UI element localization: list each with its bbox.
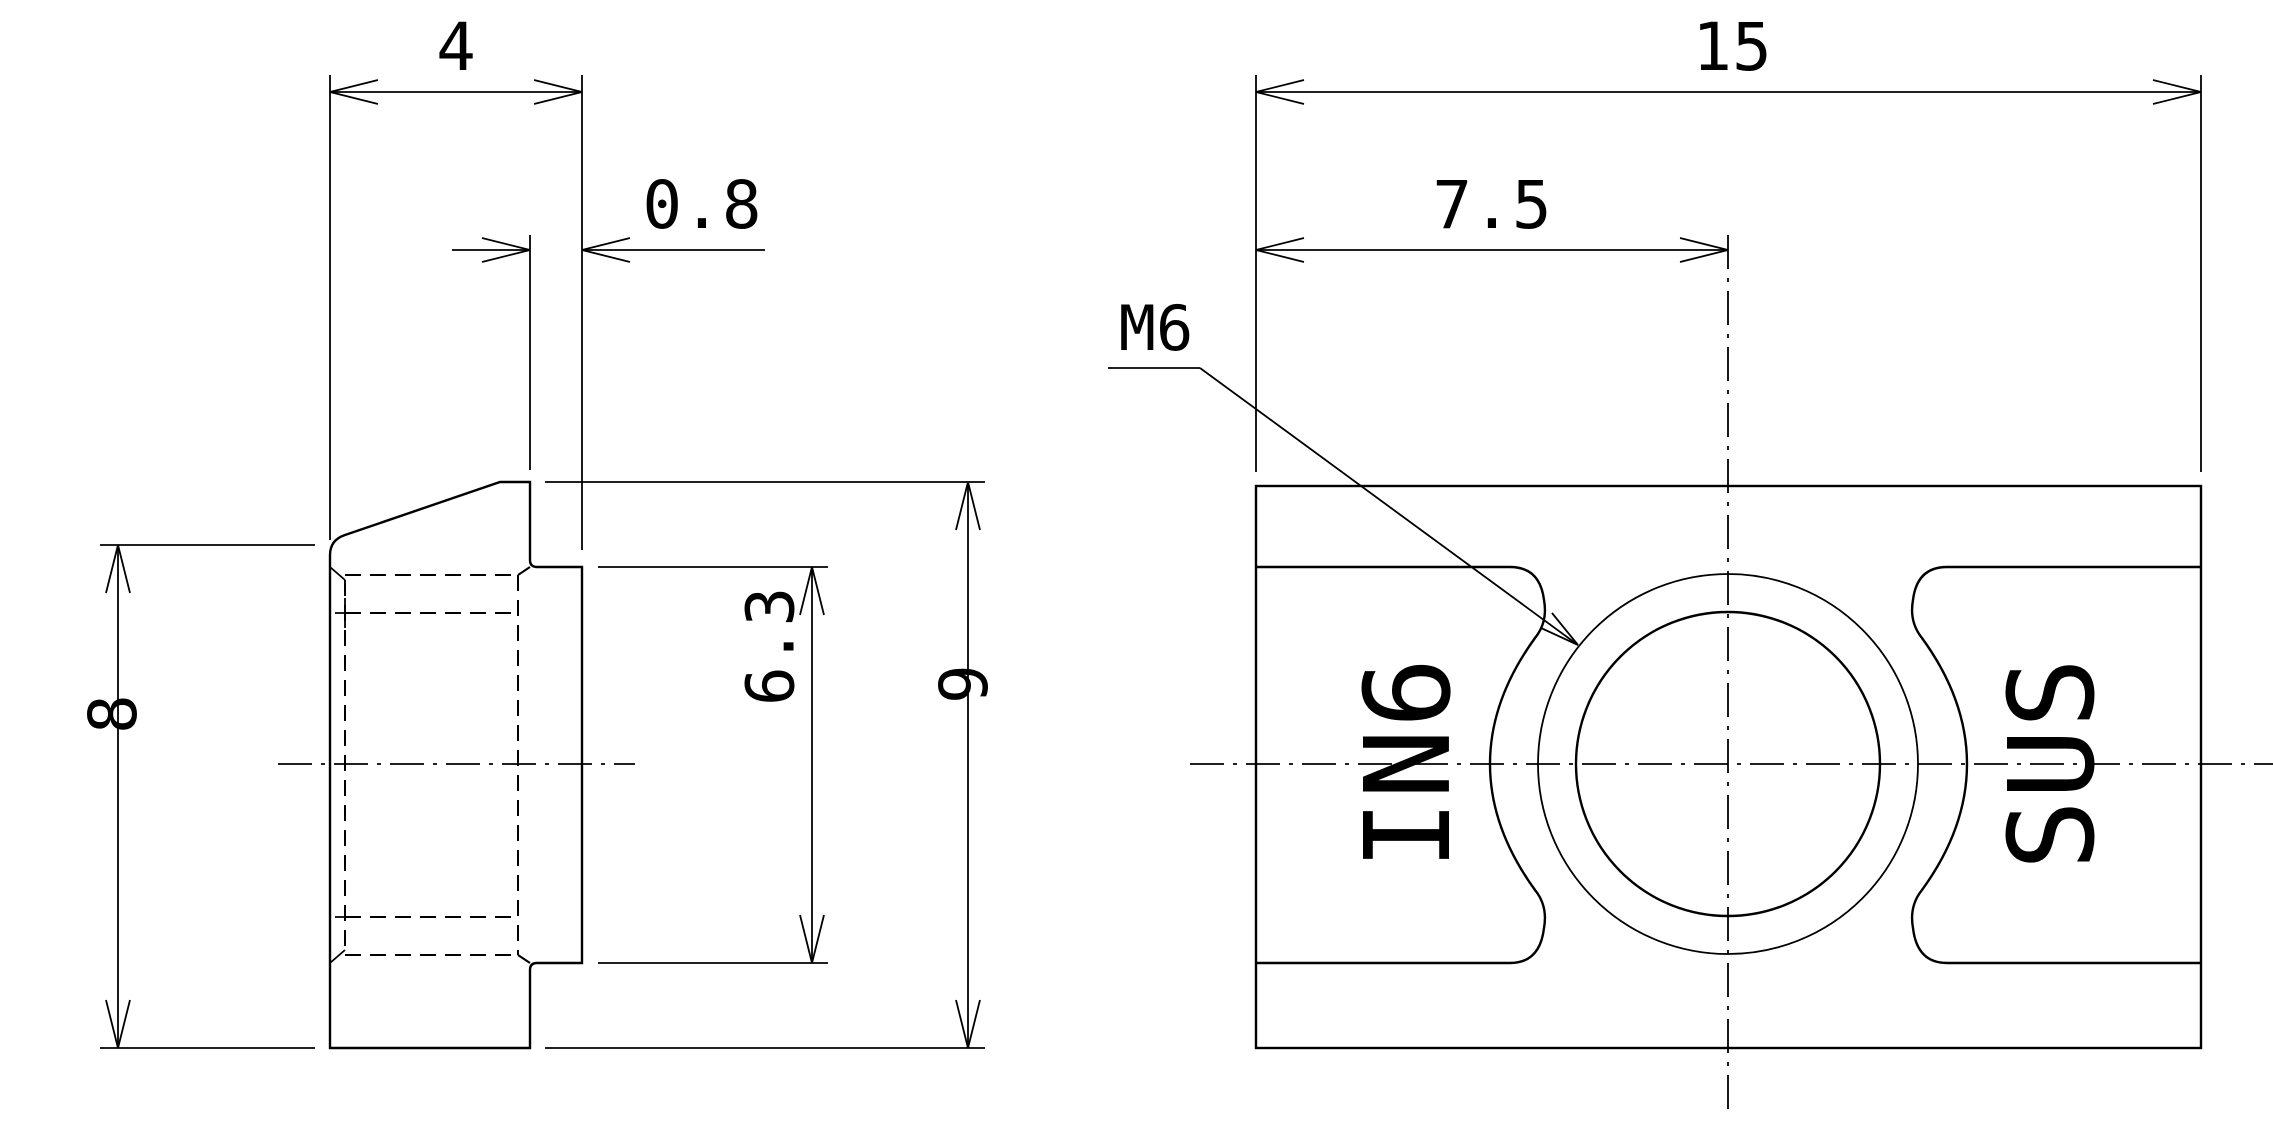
dim-9-label: 9 bbox=[926, 664, 1003, 704]
marking-left: 9NI bbox=[1335, 657, 1473, 870]
dim-15-label: 15 bbox=[1692, 9, 1771, 86]
side-view: 4 0.8 8 6.3 9 bbox=[75, 9, 1003, 1050]
slot-profile-right bbox=[1910, 565, 2201, 965]
dimension-height-9: 9 bbox=[926, 481, 1003, 1049]
dimension-step-0-8: 0.8 bbox=[452, 167, 765, 263]
dimension-width-4: 4 bbox=[329, 9, 583, 105]
dimension-width-15: 15 bbox=[1255, 9, 2202, 105]
front-view: 15 7.5 M6 9NI SUS bbox=[1108, 9, 2273, 1115]
thread-callout: M6 bbox=[1108, 292, 1579, 646]
dim-8-label: 8 bbox=[75, 694, 152, 734]
thread-callout-label: M6 bbox=[1119, 292, 1194, 365]
side-view-outline bbox=[328, 480, 584, 1050]
hidden-thread-lines bbox=[335, 566, 531, 964]
dim-0-8-label: 0.8 bbox=[642, 167, 761, 244]
marking-right: SUS bbox=[1983, 657, 2121, 870]
dim-4-label: 4 bbox=[436, 9, 476, 86]
dim-6-3-label: 6.3 bbox=[732, 587, 809, 706]
dimension-thread-6-3: 6.3 bbox=[732, 566, 825, 964]
dimension-height-8: 8 bbox=[75, 544, 152, 1049]
dim-7-5-label: 7.5 bbox=[1432, 167, 1551, 244]
dimension-center-7-5: 7.5 bbox=[1255, 167, 1729, 263]
